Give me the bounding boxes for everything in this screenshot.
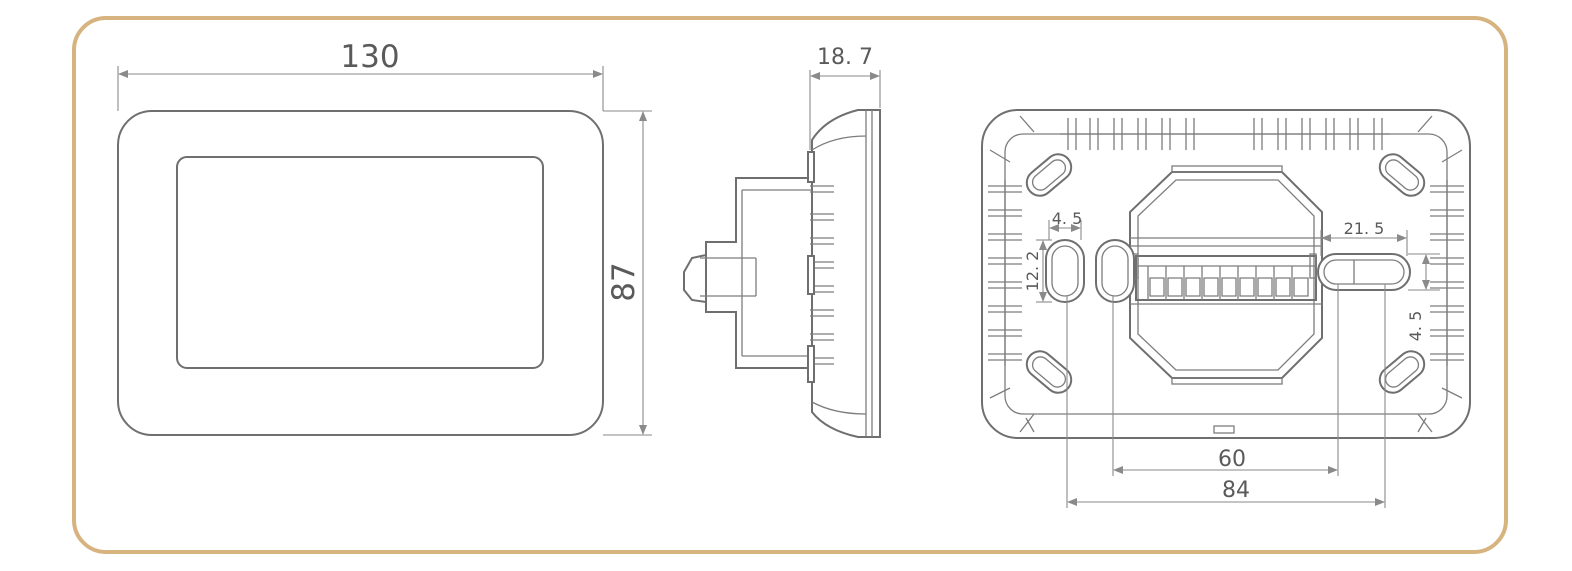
front-view: 130 87 bbox=[117, 39, 652, 436]
corner-mount-slots bbox=[1025, 153, 1426, 394]
front-housing bbox=[117, 110, 604, 436]
front-height-label: 87 bbox=[606, 262, 642, 301]
back-view: 4. 5 12. 2 21. 5 4. 5 60 84 bbox=[981, 109, 1471, 508]
drawing-frame bbox=[72, 16, 1508, 554]
side-terminal-block bbox=[683, 254, 707, 303]
back-left-vents bbox=[988, 180, 1022, 366]
side-view: 18. 7 bbox=[683, 45, 881, 438]
hole-width-label: 4. 5 bbox=[1052, 209, 1083, 228]
back-top-vents bbox=[1060, 118, 1390, 150]
front-width-label: 130 bbox=[340, 39, 399, 75]
terminal-block bbox=[1131, 253, 1317, 301]
slot-offset-label: 21. 5 bbox=[1344, 219, 1385, 238]
side-back-box bbox=[705, 177, 812, 369]
mount-spacing-small-label: 60 bbox=[1218, 447, 1246, 472]
back-center-box bbox=[1129, 165, 1323, 385]
slot-height-label: 4. 5 bbox=[1406, 311, 1425, 342]
side-vent-ticks bbox=[807, 151, 834, 383]
mount-spacing-large-label: 84 bbox=[1222, 478, 1250, 503]
vertical-mount-holes bbox=[1045, 239, 1135, 303]
side-housing bbox=[811, 109, 881, 438]
back-housing-outer bbox=[981, 109, 1471, 439]
horizontal-mount-slot bbox=[1317, 253, 1411, 291]
front-screen bbox=[176, 156, 544, 369]
back-right-vents bbox=[1430, 180, 1464, 366]
hole-height-label: 12. 2 bbox=[1023, 251, 1042, 292]
side-depth-label: 18. 7 bbox=[817, 45, 873, 70]
